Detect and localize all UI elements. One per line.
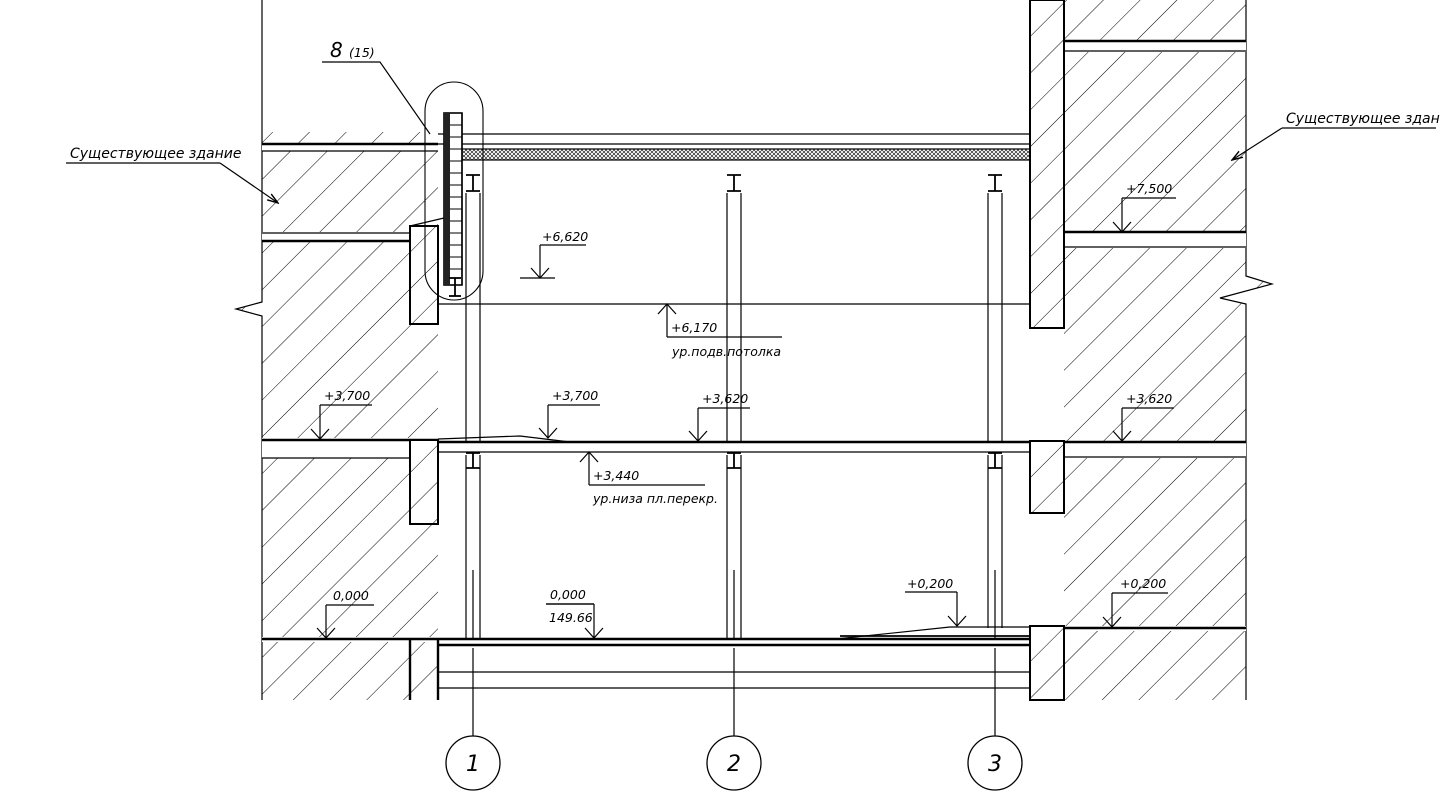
axis-bubble-1: 1 <box>445 735 501 791</box>
elevation-7500: +7,500 <box>1112 181 1176 233</box>
ceiling-level-note: ур.подв.потолка <box>671 344 781 359</box>
existing-label-right: Существующее здание <box>1232 111 1440 160</box>
existing-building-left-text: Существующее здание <box>70 146 241 162</box>
slab-bottom-note: ур.низа пл.перекр. <box>592 491 718 506</box>
elevation-3700-mid-text: +3,700 <box>552 388 598 403</box>
elevation-6620: +6,620 <box>520 229 588 279</box>
elevation-3620-right-text: +3,620 <box>1126 391 1172 406</box>
elevation-3620-right: +3,620 <box>1112 391 1174 442</box>
column-3 <box>987 174 1003 736</box>
elevation-0200-mid-text: +0,200 <box>907 576 953 591</box>
callout-8: 8 (15) <box>322 38 484 301</box>
elevation-0000-mid: 0,000 149.66 <box>546 587 604 639</box>
axis-label-3: 3 <box>988 752 1002 777</box>
axis-bubble-3: 3 <box>967 735 1023 791</box>
elevation-0000-left-text: 0,000 <box>333 588 369 603</box>
elevation-3700-mid: +3,700 <box>538 388 600 439</box>
column-1 <box>465 174 481 736</box>
elevation-6620-text: +6,620 <box>542 229 588 244</box>
elevation-3440-text: +3,440 <box>593 468 639 483</box>
column-2 <box>726 174 742 736</box>
elevation-0200-right-text: +0,200 <box>1120 576 1166 591</box>
callout-sheet: (15) <box>349 45 375 60</box>
elevation-0200-right: +0,200 <box>1102 576 1168 628</box>
axis-bubble-2: 2 <box>706 735 762 791</box>
axis-label-1: 1 <box>466 752 480 777</box>
elevation-0000-left: 0,000 <box>316 588 374 639</box>
callout-number: 8 <box>330 38 343 62</box>
elevation-3440: +3,440 ур.низа пл.перекр. <box>579 451 718 506</box>
elevation-3700-left-text: +3,700 <box>324 388 370 403</box>
elevation-7500-text: +7,500 <box>1126 181 1172 196</box>
elevation-6170-text: +6,170 <box>671 320 717 335</box>
left-wall-pieces <box>408 225 440 700</box>
existing-label-left: Существующее здание <box>66 146 278 203</box>
floor-slab-3620 <box>437 435 1030 453</box>
absolute-elevation-text: 149.66 <box>549 610 593 625</box>
roof-slab <box>438 133 1031 161</box>
parapet-detail <box>409 112 463 297</box>
elevation-0200-mid: +0,200 <box>905 576 967 627</box>
ground-floor <box>438 626 1030 689</box>
existing-building-right-text: Существующее здание <box>1286 111 1440 127</box>
right-existing-building <box>1064 0 1275 700</box>
elevation-3700-left: +3,700 <box>310 388 372 440</box>
axis-label-2: 2 <box>727 752 741 777</box>
elevation-3620-mid-text: +3,620 <box>702 391 748 406</box>
elevation-3620-mid: +3,620 <box>688 391 750 442</box>
left-existing-building <box>233 0 438 700</box>
elevation-0000-mid-text: 0,000 <box>550 587 586 602</box>
elevation-6170: +6,170 ур.подв.потолка <box>657 303 782 359</box>
right-wall-pieces <box>1029 0 1065 701</box>
